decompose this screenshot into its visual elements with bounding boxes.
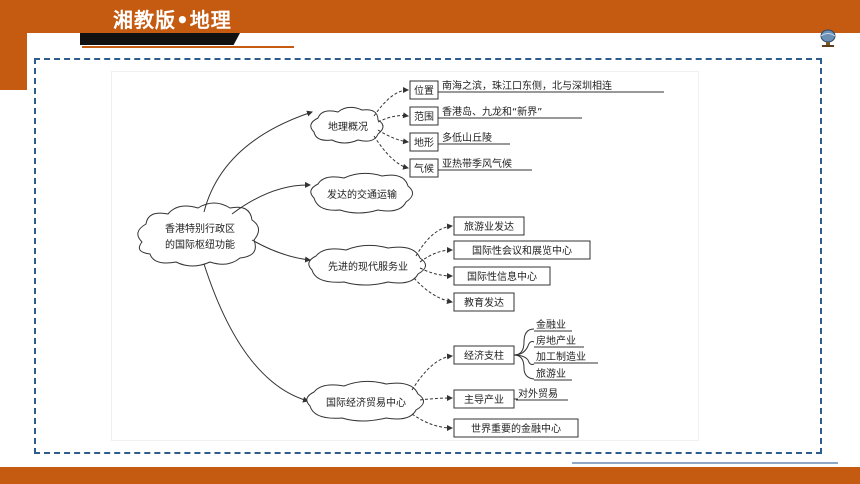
mind-map-svg: 香港特别行政区 的国际枢纽功能 地理概况 位置 南海之滨，珠江口东侧，北与深圳相… (137, 79, 664, 438)
svg-text:国际经济贸易中心: 国际经济贸易中心 (326, 396, 406, 409)
branch-trade-center: 国际经济贸易中心 (306, 380, 424, 422)
pillar-items: 金融业 房地产业 加工制造业 旅游业 (534, 318, 598, 381)
left-accent-tab (0, 33, 27, 90)
root-line-2: 的国际枢纽功能 (165, 238, 235, 251)
svg-text:气候: 气候 (414, 162, 434, 175)
svg-text:国际性信息中心: 国际性信息中心 (467, 270, 537, 283)
bottom-accent-line (572, 462, 838, 464)
svg-text:南海之滨，珠江口东侧，北与深圳相连: 南海之滨，珠江口东侧，北与深圳相连 (442, 79, 612, 92)
content-frame (34, 58, 822, 454)
pillar-item: 旅游业 (536, 367, 566, 380)
leading-item: 对外贸易 (518, 387, 558, 400)
geo-item-range: 范围 香港岛、九龙和“新界” (409, 105, 582, 126)
branch-transport: 发达的交通运输 (310, 172, 413, 214)
pillar-item: 房地产业 (536, 334, 576, 347)
root-line-1: 香港特别行政区 (165, 222, 235, 235)
root-connectors (203, 110, 313, 403)
mind-map-diagram: 香港特别行政区 的国际枢纽功能 地理概况 位置 南海之滨，珠江口东侧，北与深圳相… (112, 72, 698, 440)
svg-text:教育发达: 教育发达 (464, 296, 504, 309)
trade-item-leading: 主导产业 对外贸易 (453, 387, 568, 409)
services-item-conference: 国际性会议和展览中心 (453, 240, 591, 260)
branch-services: 先进的现代服务业 (308, 244, 426, 286)
header-underline (82, 46, 294, 48)
trade-item-finance-center: 世界重要的金融中心 (453, 418, 579, 438)
svg-text:多低山丘陵: 多低山丘陵 (442, 131, 492, 144)
svg-text:位置: 位置 (414, 84, 434, 97)
branch-geo-overview: 地理概况 (310, 106, 384, 144)
page-title: 湘教版•地理 (113, 8, 232, 32)
svg-text:香港岛、九龙和“新界”: 香港岛、九龙和“新界” (442, 105, 542, 118)
svg-text:主导产业: 主导产业 (464, 393, 504, 406)
branch-label: 地理概况 (328, 120, 368, 133)
pillar-brace (513, 328, 535, 380)
svg-text:范围: 范围 (414, 110, 434, 123)
geo-item-location: 位置 南海之滨，珠江口东侧，北与深圳相连 (409, 79, 664, 100)
svg-text:经济支柱: 经济支柱 (464, 349, 504, 362)
geo-connectors (373, 87, 409, 170)
pillar-item: 金融业 (536, 318, 566, 331)
svg-text:地形: 地形 (414, 136, 434, 149)
svg-text:旅游业发达: 旅游业发达 (464, 220, 514, 233)
services-connectors (413, 223, 453, 304)
svg-text:发达的交通运输: 发达的交通运输 (327, 188, 397, 201)
svg-text:先进的现代服务业: 先进的现代服务业 (328, 260, 408, 273)
bottom-footer-bar (0, 467, 860, 484)
globe-icon (820, 29, 836, 47)
geo-item-climate: 气候 亚热带季风气候 (409, 157, 532, 178)
svg-text:亚热带季风气候: 亚热带季风气候 (442, 157, 512, 170)
trade-item-pillar: 经济支柱 (453, 345, 515, 365)
svg-text:国际性会议和展览中心: 国际性会议和展览中心 (472, 244, 572, 257)
geo-item-terrain: 地形 多低山丘陵 (409, 131, 510, 152)
top-header-bar (0, 0, 860, 33)
services-item-tourism: 旅游业发达 (453, 216, 525, 236)
trade-connectors (411, 353, 453, 431)
svg-text:世界重要的金融中心: 世界重要的金融中心 (471, 422, 561, 435)
services-item-info: 国际性信息中心 (453, 266, 551, 286)
root-node: 香港特别行政区 的国际枢纽功能 (137, 202, 259, 267)
pillar-item: 加工制造业 (536, 350, 586, 363)
header-decoration (80, 33, 240, 45)
services-item-education: 教育发达 (453, 292, 515, 312)
